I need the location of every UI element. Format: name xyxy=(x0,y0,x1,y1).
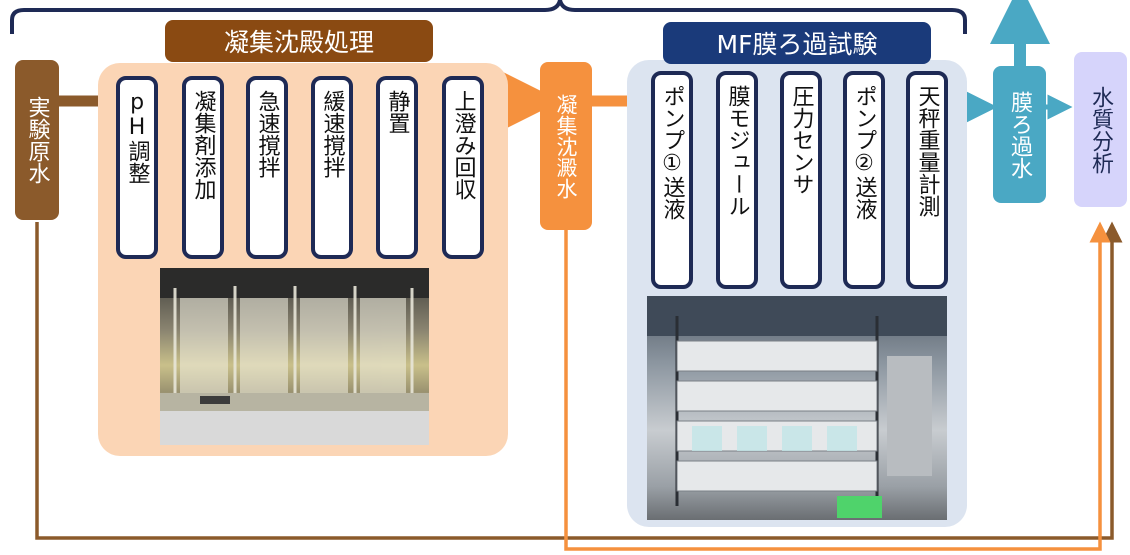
coag-step: 凝集剤添加 xyxy=(182,76,224,259)
mf-test-rig-photo xyxy=(647,296,947,520)
mf-step: ポンプ②送液 xyxy=(843,71,885,289)
coag-step-label: 急速撹拌 xyxy=(254,90,280,178)
top-brace xyxy=(10,0,967,34)
jar-test-photo xyxy=(160,268,429,445)
coag-step-label: 静置 xyxy=(384,90,410,134)
mf-step-label: 天秤重量計測 xyxy=(914,85,940,217)
analysis-label: 水質分析 xyxy=(1088,85,1114,174)
raw-water-node: 実験原水 xyxy=(15,60,59,220)
coag-step-label: 凝集剤添加 xyxy=(190,90,216,200)
analysis-node: 水質分析 xyxy=(1074,52,1127,207)
permeate-node: 膜ろ過水 xyxy=(993,66,1046,203)
mf-step: 圧力センサ xyxy=(780,71,822,289)
coag-step: 緩速撹拌 xyxy=(311,76,353,259)
mf-step-label: 膜モジュール xyxy=(724,85,750,217)
coag-step: pH調整 xyxy=(116,76,158,259)
mf-step: 膜モジュール xyxy=(716,71,758,289)
coag-step-label: 緩速撹拌 xyxy=(319,90,345,178)
permeate-label: 膜ろ過水 xyxy=(1007,90,1033,179)
mf-step: ポンプ①送液 xyxy=(651,71,693,289)
settled-water-node: 凝集沈澱水 xyxy=(540,62,592,230)
raw-water-label: 実験原水 xyxy=(24,96,50,184)
coag-section-title: 凝集沈殿処理 xyxy=(165,20,433,62)
jar-test-photo-art xyxy=(160,268,429,445)
mf-step-label: ポンプ②送液 xyxy=(851,85,877,220)
mf-test-rig-photo-art xyxy=(647,296,947,518)
mf-step-label: ポンプ①送液 xyxy=(659,85,685,220)
mf-step-label: 圧力センサ xyxy=(788,85,814,195)
raw-water-sample-line xyxy=(35,221,1123,540)
mf-step: 天秤重量計測 xyxy=(906,71,948,289)
coag-step: 上澄み回収 xyxy=(442,76,484,259)
settled-water-sample-line xyxy=(564,221,1111,551)
coag-step: 静置 xyxy=(376,76,418,259)
coag-step-label: pH調整 xyxy=(124,90,150,184)
coag-step-label: 上澄み回収 xyxy=(450,90,476,200)
settled-water-label: 凝集沈澱水 xyxy=(554,93,579,199)
mf-section-title: MF膜ろ過試験 xyxy=(663,22,931,64)
coag-step: 急速撹拌 xyxy=(246,76,288,259)
